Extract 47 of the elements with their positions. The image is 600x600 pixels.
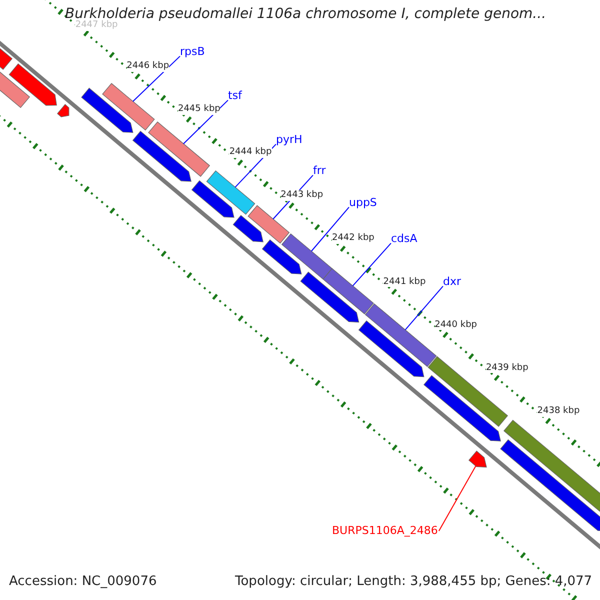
gene-label: pyrH bbox=[276, 133, 302, 146]
gene-label: tsf bbox=[228, 89, 242, 102]
genome-summary-text: Topology: circular; Length: 3,988,455 bp; Genes: 4,077 bbox=[235, 574, 592, 590]
leader-line bbox=[438, 466, 476, 532]
gene-feature bbox=[8, 63, 57, 106]
gene-bar bbox=[281, 233, 333, 280]
diagram-title: Burkholderia pseudomallei 1106a chromosome I, complete genom... bbox=[65, 6, 546, 22]
scale-label: 2446 kbp bbox=[126, 61, 170, 72]
gene-label: BURPS1106A_2486 bbox=[332, 524, 438, 538]
gene-bar bbox=[148, 121, 210, 177]
scale-label: 2443 kbp bbox=[280, 190, 324, 202]
gene-label: frr bbox=[313, 164, 326, 178]
leader-line bbox=[132, 56, 180, 102]
gene-bar bbox=[102, 82, 155, 131]
gene-feature bbox=[500, 439, 600, 532]
scale-label: 2438 kbp bbox=[537, 406, 580, 417]
scale-label: 2445 kbp bbox=[178, 104, 220, 116]
gene-bar bbox=[428, 356, 508, 427]
gene-bar bbox=[248, 205, 290, 244]
gene-bar bbox=[206, 170, 256, 215]
leader-line bbox=[310, 206, 350, 252]
accession-text: Accession: NC_009076 bbox=[9, 574, 157, 590]
leader-line bbox=[404, 286, 444, 330]
scale-label: 2442 kbp bbox=[332, 233, 374, 244]
scale-label: 2439 kbp bbox=[486, 362, 528, 374]
gene-feature bbox=[262, 239, 302, 274]
gene-feature bbox=[56, 104, 70, 118]
leader-line bbox=[352, 242, 392, 286]
scale-label: 2440 kbp bbox=[434, 320, 478, 330]
gene-feature bbox=[358, 320, 424, 378]
scale-label: 2447 kbp bbox=[75, 20, 118, 31]
gene-feature bbox=[423, 375, 501, 442]
gene-feature bbox=[468, 450, 487, 468]
gene-feature bbox=[191, 180, 234, 218]
gene-feature bbox=[81, 88, 134, 133]
gene-label: cdsA bbox=[391, 232, 418, 246]
gene-label: dxr bbox=[443, 275, 462, 288]
gene-label: uppS bbox=[349, 196, 377, 210]
scale-label: 2444 kbp bbox=[229, 147, 272, 158]
leader-line bbox=[183, 100, 228, 144]
gene-feature bbox=[232, 214, 264, 242]
gene-bar bbox=[322, 268, 374, 314]
scale-label: 2441 kbp bbox=[383, 276, 426, 288]
gene-feature bbox=[132, 130, 192, 182]
gene-bar bbox=[364, 303, 437, 368]
gene-label: rpsB bbox=[180, 45, 205, 58]
gene-feature bbox=[300, 272, 360, 323]
